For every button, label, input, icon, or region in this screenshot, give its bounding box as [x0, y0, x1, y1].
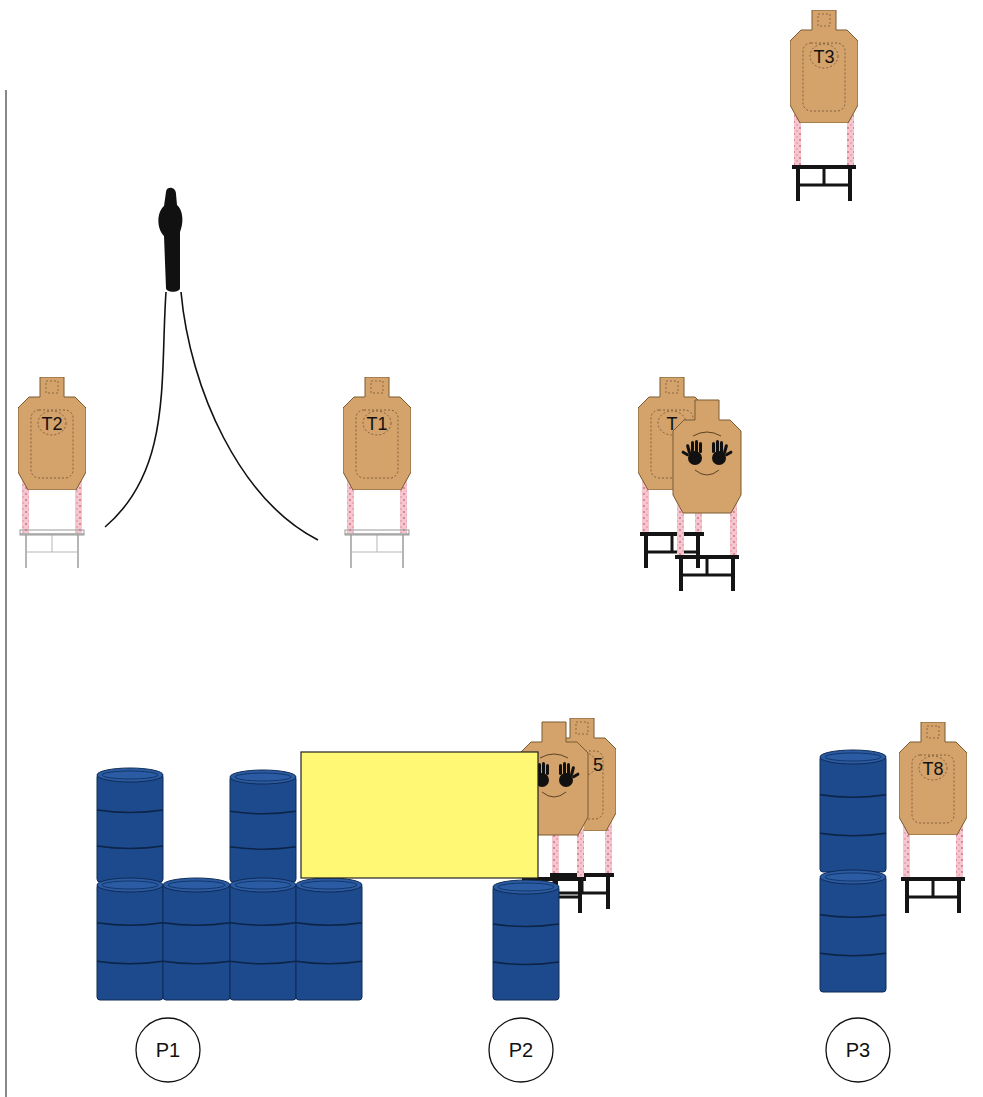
target-stands — [20, 109, 965, 913]
target-outline — [638, 377, 706, 490]
target-silhouette: T3 — [790, 10, 858, 123]
target-outline — [790, 10, 858, 123]
target-label: T — [667, 415, 678, 433]
position-label: P2 — [509, 1040, 533, 1060]
barrel-p2 — [493, 880, 559, 1000]
target-silhouette: 5 — [548, 718, 616, 831]
wall-panel — [301, 752, 538, 878]
shooting-position: P2 — [488, 1017, 554, 1083]
shooting-position: P3 — [825, 1017, 891, 1083]
target-outline — [899, 722, 967, 835]
shooting-position: P1 — [135, 1017, 201, 1083]
target-silhouette: T8 — [899, 722, 967, 835]
target-label: T8 — [922, 760, 943, 778]
range-edge — [5, 90, 7, 1097]
no-shoot-targets — [520, 400, 741, 835]
target-label: T3 — [813, 48, 834, 66]
target-silhouette: T1 — [343, 377, 411, 490]
target-silhouette: T2 — [18, 377, 86, 490]
target-outline — [18, 377, 86, 490]
target-silhouette: T — [638, 377, 706, 490]
target-label: 5 — [593, 756, 603, 774]
barrels — [97, 750, 886, 1000]
no-shoot-stands — [522, 499, 739, 913]
position-label: P3 — [846, 1040, 870, 1060]
position-label: P1 — [156, 1040, 180, 1060]
target-label: T1 — [366, 415, 387, 433]
target-label: T2 — [41, 415, 62, 433]
target-outline — [548, 718, 616, 831]
shooter-figure — [105, 188, 318, 540]
target-outline — [343, 377, 411, 490]
